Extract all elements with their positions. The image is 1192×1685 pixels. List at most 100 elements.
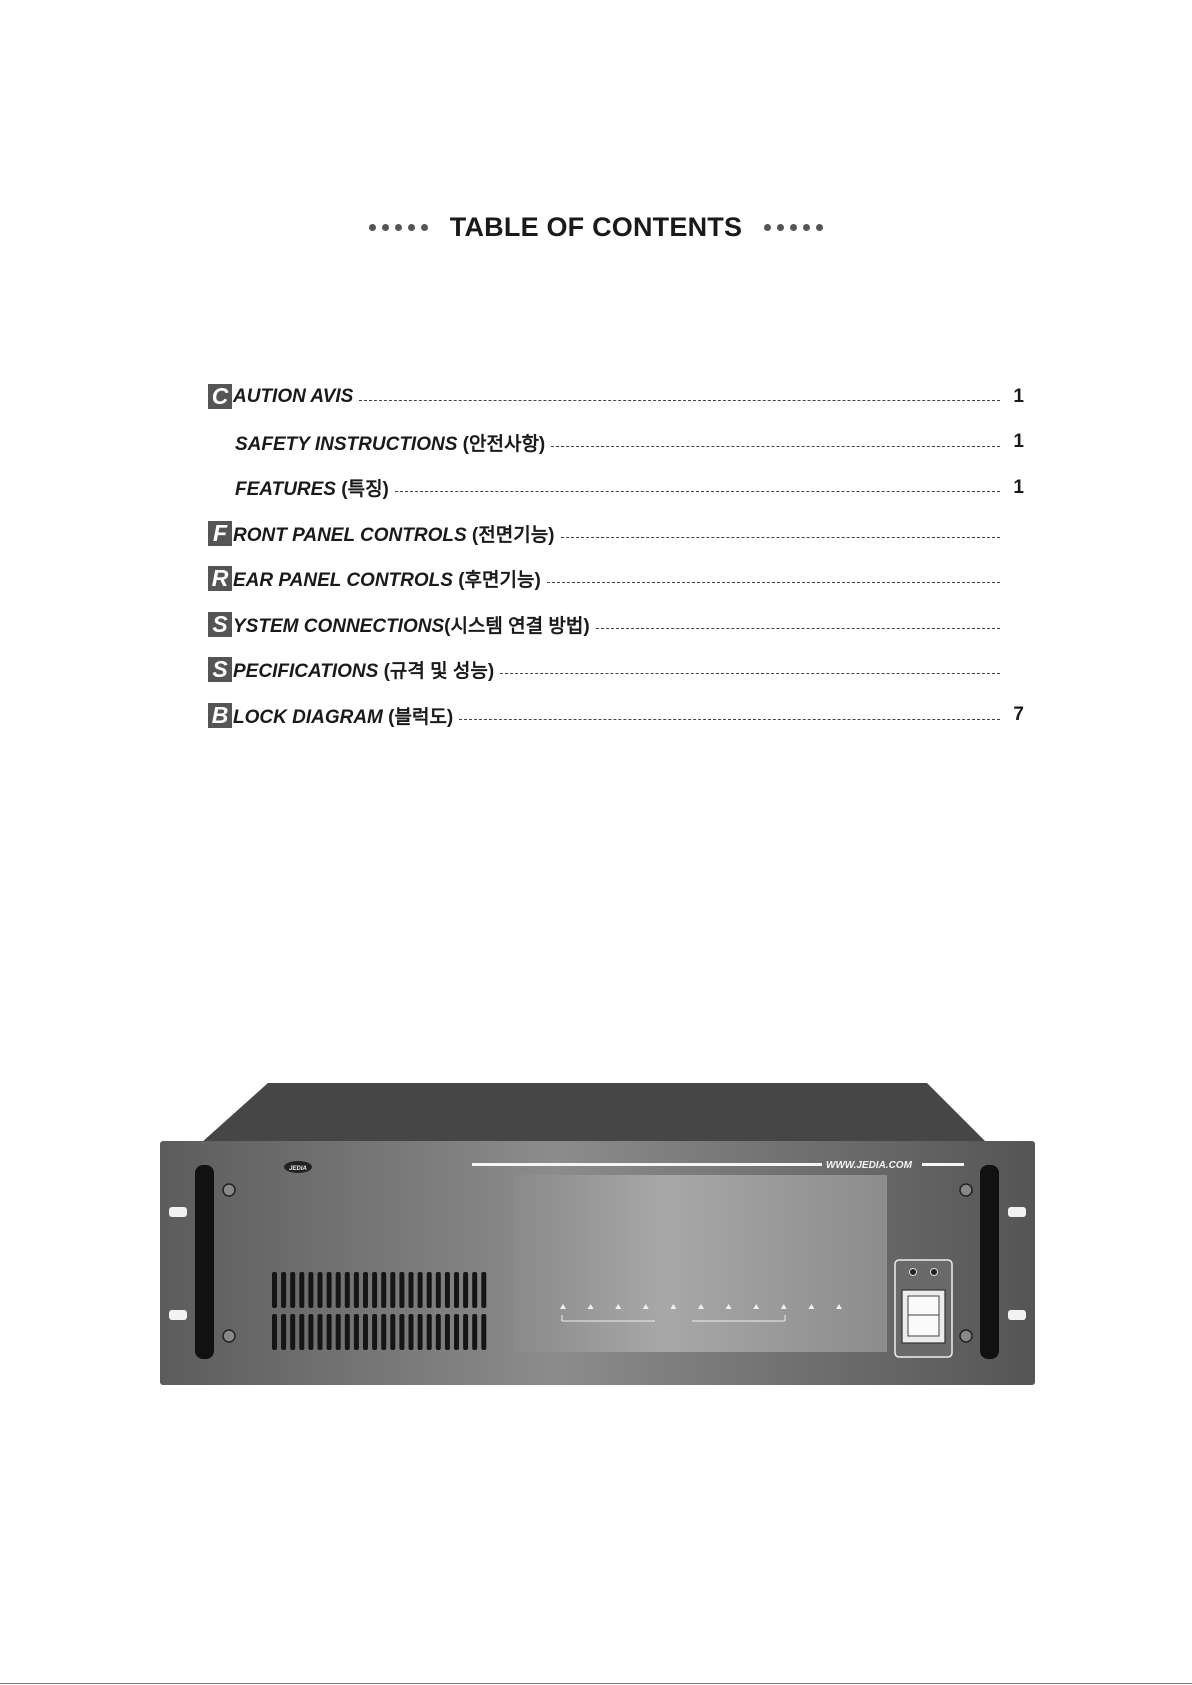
vent-slot — [372, 1314, 377, 1350]
vent-slot — [327, 1272, 332, 1308]
power-led-icon — [931, 1269, 938, 1276]
vent-slot — [472, 1314, 477, 1350]
vent-slot — [299, 1272, 304, 1308]
toc-leader — [561, 537, 1001, 538]
vent-slot — [299, 1314, 304, 1350]
toc-entry-system-connections[interactable]: S YSTEM CONNECTIONS(시스템 연결 방법) — [208, 602, 1008, 648]
vent-slot — [463, 1314, 468, 1350]
toc-label: YSTEM CONNECTIONS(시스템 연결 방법) — [233, 611, 590, 638]
toc-leader — [359, 400, 1000, 401]
toc-leader — [547, 582, 1000, 583]
toc-leader — [596, 628, 1000, 629]
vent-slot — [318, 1272, 323, 1308]
rack-slot-right-bottom — [1008, 1310, 1026, 1320]
toc-page-number: 1 — [1008, 477, 1024, 499]
toc-list: C AUTION AVIS 1 SAFETY INSTRUCTIONS (안전사… — [208, 374, 1008, 738]
vent-slot — [399, 1272, 404, 1308]
brand-url: WWW.JEDIA.COM — [826, 1160, 913, 1171]
url-line-left — [472, 1163, 822, 1166]
rack-slot-left-top — [169, 1207, 187, 1217]
toc-label: FEATURES (특징) — [235, 474, 389, 501]
vent-slot — [345, 1314, 350, 1350]
toc-leader — [551, 446, 1000, 447]
toc-entry-caution[interactable]: C AUTION AVIS 1 — [208, 374, 1008, 420]
vent-slot — [272, 1314, 277, 1350]
vent-slot — [418, 1314, 423, 1350]
toc-initial: F — [208, 521, 232, 546]
rack-amplifier-illustration: JEDIA WWW.JEDIA.COM — [160, 1083, 1035, 1385]
toc-entry-front-panel[interactable]: F RONT PANEL CONTROLS (전면기능) — [208, 511, 1008, 557]
vent-slot — [318, 1314, 323, 1350]
toc-heading: TABLE OF CONTENTS — [0, 212, 1192, 243]
heading-dots-left — [369, 224, 428, 231]
vent-slot — [381, 1314, 386, 1350]
toc-page-number: 7 — [1008, 704, 1024, 726]
vent-slot — [363, 1314, 368, 1350]
vent-slot — [409, 1314, 414, 1350]
toc-page-number: 1 — [1008, 386, 1024, 408]
vent-slot — [427, 1272, 432, 1308]
vent-slot — [472, 1272, 477, 1308]
rack-slot-right-top — [1008, 1207, 1026, 1217]
vent-slot — [427, 1314, 432, 1350]
heading-dots-right — [764, 224, 823, 231]
vent-slot — [390, 1272, 395, 1308]
toc-entry-block-diagram[interactable]: B LOCK DIAGRAM (블럭도) 7 — [208, 693, 1008, 739]
vent-slot — [354, 1272, 359, 1308]
toc-leader — [459, 719, 1000, 720]
toc-label: EAR PANEL CONTROLS (후면기능) — [233, 565, 541, 592]
toc-entry-rear-panel[interactable]: R EAR PANEL CONTROLS (후면기능) — [208, 556, 1008, 602]
vent-slot — [345, 1272, 350, 1308]
toc-initial: S — [208, 657, 232, 682]
vent-slot — [418, 1272, 423, 1308]
vent-slot — [463, 1272, 468, 1308]
vent-slot — [272, 1272, 277, 1308]
vent-slot — [445, 1314, 450, 1350]
vent-slot — [308, 1272, 313, 1308]
toc-page-number: 1 — [1008, 431, 1024, 453]
vent-slot — [454, 1314, 459, 1350]
vent-slot — [354, 1314, 359, 1350]
vent-slot — [372, 1272, 377, 1308]
toc-entry-features[interactable]: FEATURES (특징) 1 — [208, 465, 1008, 511]
url-line-right — [922, 1163, 964, 1166]
display-window — [513, 1175, 887, 1352]
vent-slot — [363, 1272, 368, 1308]
rack-slot-left-bottom — [169, 1310, 187, 1320]
toc-label: PECIFICATIONS (규격 및 성능) — [233, 656, 494, 683]
vent-slot — [381, 1272, 386, 1308]
toc-leader — [395, 491, 1000, 492]
page-bottom-rule — [0, 1683, 1192, 1684]
toc-entry-safety[interactable]: SAFETY INSTRUCTIONS (안전사항) 1 — [208, 420, 1008, 466]
vent-slot — [390, 1314, 395, 1350]
toc-initial: C — [208, 384, 232, 409]
vent-slot — [445, 1272, 450, 1308]
vent-slot — [281, 1272, 286, 1308]
chassis-top — [201, 1083, 987, 1143]
handle-left — [195, 1165, 214, 1359]
toc-label: SAFETY INSTRUCTIONS (안전사항) — [235, 429, 545, 456]
vent-slot — [290, 1272, 295, 1308]
vent-slot — [281, 1314, 286, 1350]
vent-slot — [290, 1314, 295, 1350]
vent-slot — [481, 1272, 486, 1308]
vent-slot — [409, 1272, 414, 1308]
vent-slot — [436, 1314, 441, 1350]
vent-slot — [436, 1272, 441, 1308]
toc-label: RONT PANEL CONTROLS (전면기능) — [233, 520, 555, 547]
page-title: TABLE OF CONTENTS — [450, 212, 742, 243]
vent-slot — [327, 1314, 332, 1350]
vent-slot — [336, 1272, 341, 1308]
vent-slot — [308, 1314, 313, 1350]
handle-right — [980, 1165, 999, 1359]
vent-slot — [481, 1314, 486, 1350]
toc-initial: S — [208, 612, 232, 637]
toc-entry-specifications[interactable]: S PECIFICATIONS (규격 및 성능) — [208, 647, 1008, 693]
toc-label: AUTION AVIS — [233, 386, 353, 408]
brand-logo-text: JEDIA — [289, 1166, 307, 1172]
vent-slot — [454, 1272, 459, 1308]
vent-slot — [399, 1314, 404, 1350]
power-led-icon — [910, 1269, 917, 1276]
toc-leader — [500, 673, 1000, 674]
vent-slot — [336, 1314, 341, 1350]
